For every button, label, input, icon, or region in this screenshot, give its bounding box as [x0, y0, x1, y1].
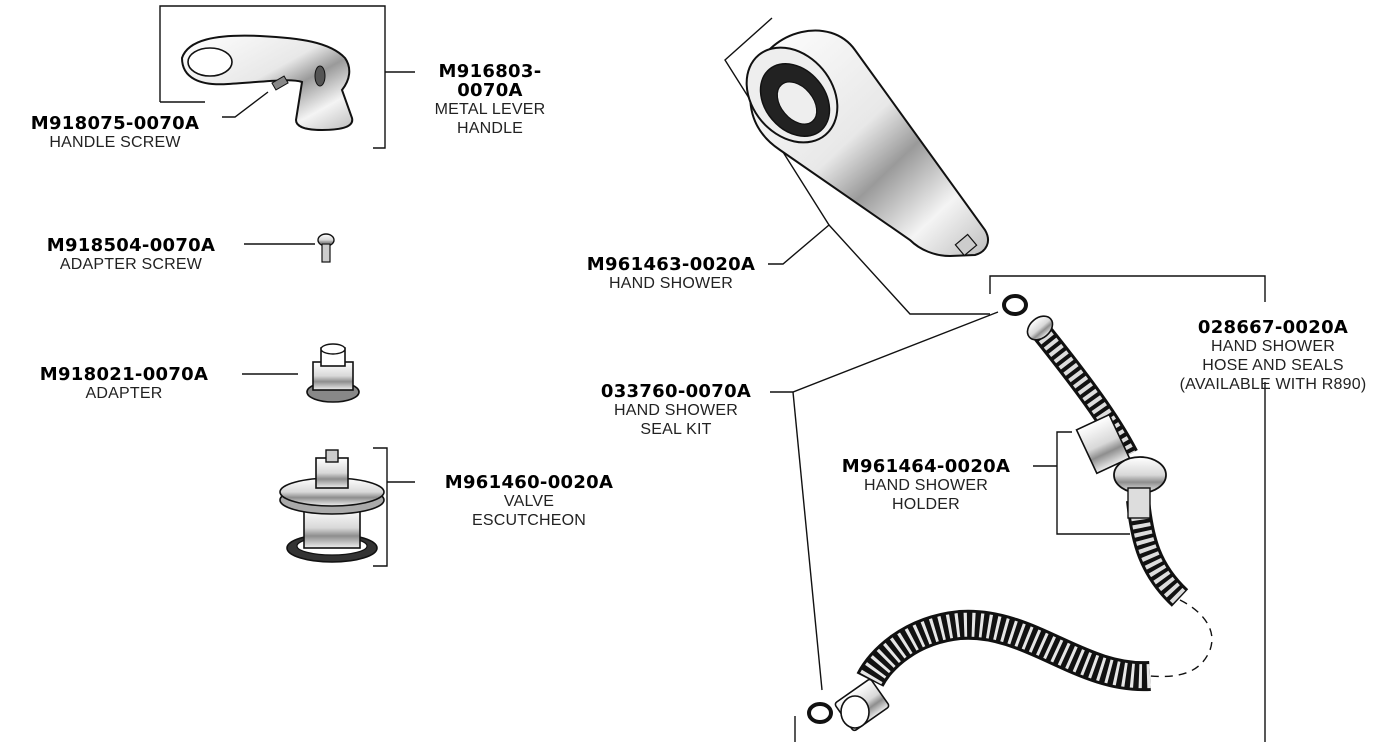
- part-description-line: HAND SHOWER: [864, 477, 988, 494]
- part-number: M918075-0070A: [30, 113, 200, 134]
- callout-holder: M961464-0020A HAND SHOWER HOLDER: [822, 457, 1030, 514]
- hand-shower-illustration: [745, 29, 989, 258]
- handle-screw-illustration: [271, 75, 289, 91]
- part-number: M961464-0020A: [841, 456, 1011, 477]
- part-number: M918504-0070A: [46, 235, 216, 256]
- part-description-line: (AVAILABLE WITH R890): [1179, 376, 1367, 393]
- adapter-illustration: [306, 343, 360, 403]
- callout-handle-screw: M918075-0070A HANDLE SCREW: [4, 114, 226, 152]
- callout-handle: M916803-0070A METAL LEVER HANDLE: [415, 62, 565, 138]
- callout-hose-and-seals: 028667-0020A HAND SHOWER HOSE AND SEALS …: [1158, 318, 1388, 394]
- callout-seal-kit: 033760-0070A HAND SHOWER SEAL KIT: [585, 382, 767, 439]
- part-description-line: HAND SHOWER: [1211, 338, 1335, 355]
- part-description-line: ADAPTER SCREW: [59, 256, 203, 273]
- part-number: M916803-0070A: [438, 61, 542, 101]
- part-number: 028667-0020A: [1197, 317, 1349, 338]
- part-description-line: HANDLE: [456, 120, 524, 137]
- leader-lines: [159, 5, 1266, 742]
- seal-ring-upper-illustration: [1002, 294, 1028, 316]
- hose-illustration: [834, 315, 1189, 732]
- part-number: M961463-0020A: [586, 254, 756, 275]
- callout-adapter: M918021-0070A ADAPTER: [8, 365, 240, 403]
- part-description-line: HAND SHOWER: [609, 275, 733, 292]
- part-description-line: VALVE: [503, 493, 555, 510]
- callout-hand-shower: M961463-0020A HAND SHOWER: [575, 255, 767, 293]
- part-description-line: METAL LEVER: [434, 101, 546, 118]
- part-description-line: HOSE AND SEALS: [1202, 357, 1344, 374]
- hand-shower-holder-illustration: [1075, 413, 1167, 519]
- valve-escutcheon-illustration: [279, 449, 385, 563]
- part-description-line: SEAL KIT: [640, 421, 712, 438]
- adapter-screw-illustration: [317, 233, 335, 263]
- part-description-line: ADAPTER: [85, 385, 163, 402]
- part-number: M961460-0020A: [444, 472, 614, 493]
- part-description-line: HOLDER: [892, 496, 960, 513]
- part-description-line: HANDLE SCREW: [49, 134, 181, 151]
- part-description-line: ESCUTCHEON: [471, 512, 586, 529]
- seal-ring-lower-illustration: [807, 702, 833, 724]
- part-number: 033760-0070A: [600, 381, 752, 402]
- part-number: M918021-0070A: [39, 364, 209, 385]
- metal-lever-handle-illustration: [180, 34, 354, 132]
- part-description-line: HAND SHOWER: [614, 402, 738, 419]
- callout-valve-escutcheon: M961460-0020A VALVE ESCUTCHEON: [415, 473, 643, 530]
- callout-adapter-screw: M918504-0070A ADAPTER SCREW: [20, 236, 242, 274]
